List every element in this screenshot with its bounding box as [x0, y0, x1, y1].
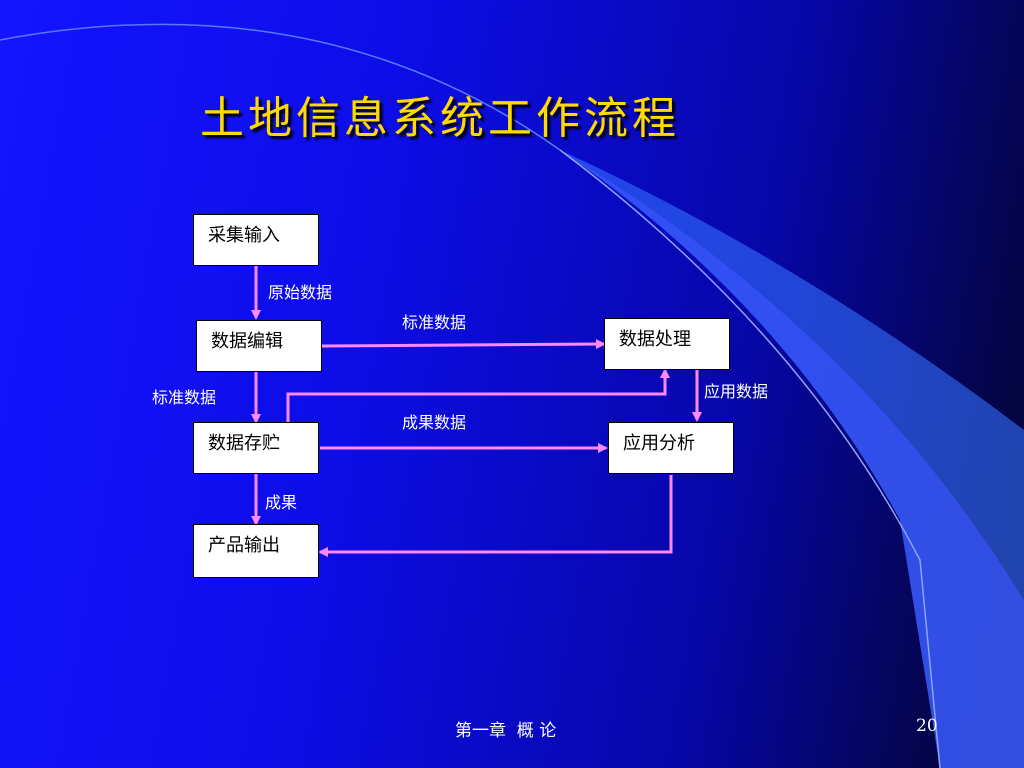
label-application-data: 应用数据 [704, 382, 769, 401]
label-result-data: 成果数据 [402, 413, 467, 432]
slide-title: 土地信息系统工作流程 [200, 93, 680, 144]
arrow-analysis-to-output [318, 475, 673, 557]
box-product-output: 产品输出 [193, 524, 319, 578]
label-raw-data: 原始数据 [268, 283, 333, 302]
page-number: 20 [916, 716, 938, 736]
footer-chapter: 第一章 概 论 [455, 721, 557, 741]
arrow-edit-to-process [321, 339, 606, 350]
label-standard-data-top: 标准数据 [402, 313, 467, 332]
label-result: 成果 [265, 493, 298, 512]
box-data-edit: 数据编辑 [196, 320, 322, 372]
box-collect-input: 采集输入 [193, 214, 319, 266]
box-data-process: 数据处理 [604, 318, 730, 370]
arrow-store-to-process [286, 368, 670, 424]
label-standard-data-left: 标准数据 [152, 388, 217, 407]
box-data-store: 数据存贮 [193, 422, 319, 474]
box-application-analysis: 应用分析 [608, 422, 734, 474]
